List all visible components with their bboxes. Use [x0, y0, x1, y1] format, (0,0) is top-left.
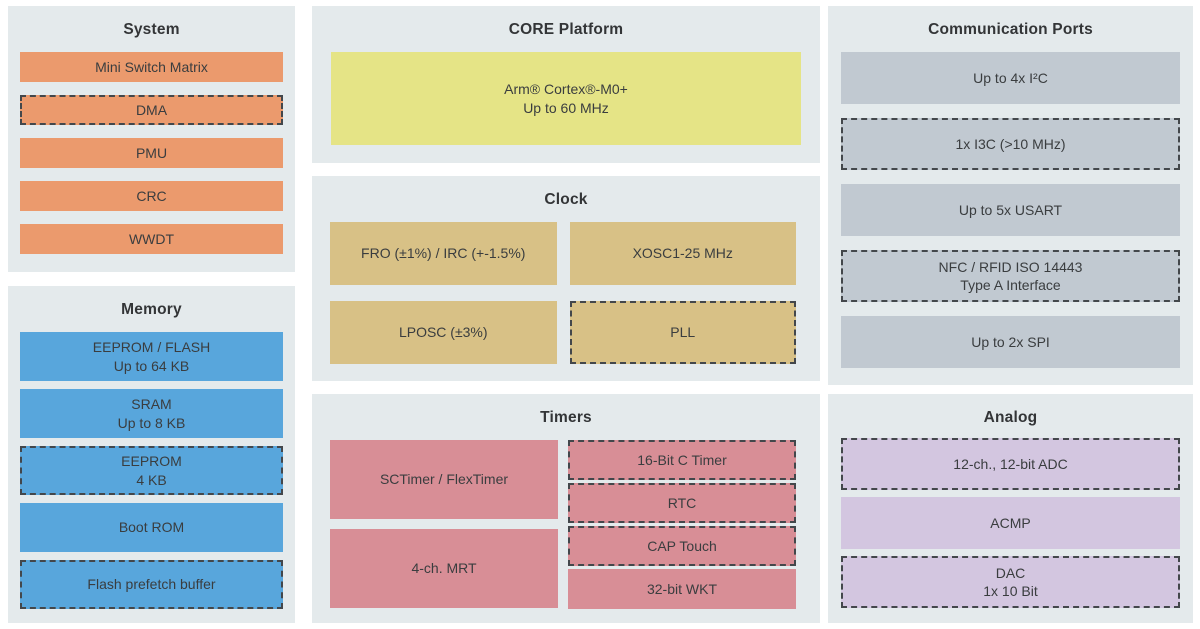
block-cap-touch: CAP Touch — [568, 526, 796, 566]
block-rtc: RTC — [568, 483, 796, 523]
panel-analog: Analog 12-ch., 12-bit ADC ACMP DAC 1x 10… — [828, 394, 1193, 623]
block-fro-irc: FRO (±1%) / IRC (+-1.5%) — [330, 222, 557, 285]
panel-core-platform-title: CORE Platform — [508, 21, 624, 38]
panel-core-platform-blocks: Arm® Cortex®-M0+ Up to 60 MHz — [312, 52, 820, 145]
block-arm-cortex-m0plus: Arm® Cortex®-M0+ Up to 60 MHz — [331, 52, 801, 145]
timers-left-column: SCTimer / FlexTimer 4-ch. MRT — [330, 440, 558, 609]
panel-system-title: System — [123, 21, 180, 38]
block-eeprom-flash: EEPROM / FLASH Up to 64 KB — [20, 332, 283, 381]
block-i2c: Up to 4x I²C — [841, 52, 1180, 104]
block-pll: PLL — [569, 301, 796, 364]
panel-memory: Memory EEPROM / FLASH Up to 64 KB SRAM U… — [8, 286, 295, 623]
block-eeprom-4kb: EEPROM 4 KB — [20, 446, 283, 495]
block-boot-rom: Boot ROM — [20, 503, 283, 552]
panel-system-blocks: Mini Switch Matrix DMA PMU CRC WWDT — [8, 52, 295, 254]
panel-memory-title: Memory — [121, 301, 182, 318]
block-sram: SRAM Up to 8 KB — [20, 389, 283, 438]
block-32bit-wkt: 32-bit WKT — [568, 569, 796, 609]
block-crc: CRC — [20, 181, 283, 211]
block-dma: DMA — [20, 95, 283, 125]
block-4ch-mrt: 4-ch. MRT — [330, 529, 558, 608]
block-xosc: XOSC1-25 MHz — [569, 222, 796, 285]
panel-communication-ports: Communication Ports Up to 4x I²C 1x I3C … — [828, 6, 1193, 385]
panel-timers-title: Timers — [540, 409, 592, 426]
panel-memory-blocks: EEPROM / FLASH Up to 64 KB SRAM Up to 8 … — [8, 332, 295, 609]
block-flash-prefetch-buffer: Flash prefetch buffer — [20, 560, 283, 609]
block-dac: DAC 1x 10 Bit — [841, 556, 1180, 608]
panel-timers-blocks: SCTimer / FlexTimer 4-ch. MRT 16-Bit C T… — [312, 440, 820, 609]
panel-clock-title: Clock — [544, 191, 588, 208]
panel-analog-title: Analog — [983, 409, 1038, 426]
block-mini-switch-matrix: Mini Switch Matrix — [20, 52, 283, 82]
block-adc: 12-ch., 12-bit ADC — [841, 438, 1180, 490]
block-16bit-c-timer: 16-Bit C Timer — [568, 440, 796, 480]
block-pmu: PMU — [20, 138, 283, 168]
block-spi: Up to 2x SPI — [841, 316, 1180, 368]
block-lposc: LPOSC (±3%) — [330, 301, 557, 364]
block-wwdt: WWDT — [20, 224, 283, 254]
block-acmp: ACMP — [841, 497, 1180, 549]
block-usart: Up to 5x USART — [841, 184, 1180, 236]
panel-timers: Timers SCTimer / FlexTimer 4-ch. MRT 16-… — [312, 394, 820, 623]
block-nfc-rfid: NFC / RFID ISO 14443 Type A Interface — [841, 250, 1180, 302]
panel-core-platform: CORE Platform Arm® Cortex®-M0+ Up to 60 … — [312, 6, 820, 163]
panel-clock: Clock FRO (±1%) / IRC (+-1.5%) XOSC1-25 … — [312, 176, 820, 381]
block-i3c: 1x I3C (>10 MHz) — [841, 118, 1180, 170]
panel-system: System Mini Switch Matrix DMA PMU CRC WW… — [8, 6, 295, 272]
panel-clock-blocks: FRO (±1%) / IRC (+-1.5%) XOSC1-25 MHz LP… — [312, 222, 820, 364]
panel-analog-blocks: 12-ch., 12-bit ADC ACMP DAC 1x 10 Bit — [828, 438, 1193, 608]
panel-communication-ports-title: Communication Ports — [928, 21, 1093, 38]
timers-right-column: 16-Bit C Timer RTC CAP Touch 32-bit WKT — [568, 440, 796, 609]
panel-communication-ports-blocks: Up to 4x I²C 1x I3C (>10 MHz) Up to 5x U… — [828, 52, 1193, 368]
block-sctimer-flextimer: SCTimer / FlexTimer — [330, 440, 558, 519]
